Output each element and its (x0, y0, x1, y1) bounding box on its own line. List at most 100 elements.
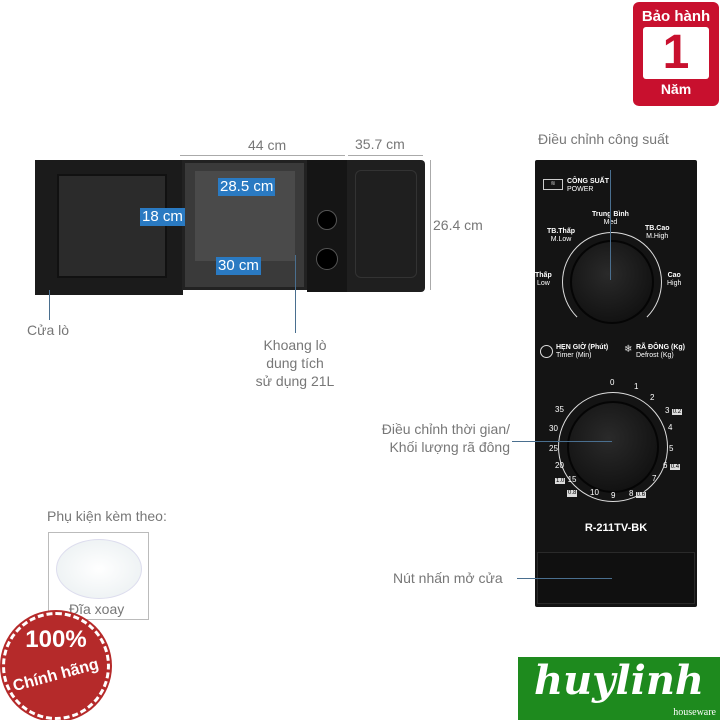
timer-title: HẸN GIỜ (Phút)Timer (Min) (556, 344, 608, 360)
snowflake-icon: ❄ (624, 344, 633, 355)
warranty-top: Bảo hành (641, 8, 711, 25)
cavity-width-label: 28.5 cm (218, 178, 276, 196)
height-label: 26.4 cm (433, 217, 483, 233)
defrost-mark-0-8: 0.8 (567, 490, 578, 497)
power-high-vi: Cao (667, 272, 681, 279)
power-leader-line (610, 170, 611, 280)
power-dial-scale (562, 232, 662, 332)
timer-mark-6: 6 0.4 (663, 461, 681, 471)
warranty-bottom: Năm (660, 81, 692, 97)
power-callout: Điều chỉnh công suất (538, 131, 669, 147)
timer-mark-1: 1 (634, 382, 639, 391)
timer-mark-15-value: 15 (567, 475, 577, 484)
power-mhigh-vi: TB.Cao (645, 225, 670, 232)
timer-sub-text: Timer (Min) (556, 352, 592, 359)
power-icon: ≋ (543, 179, 563, 190)
microwave-side (347, 160, 425, 292)
cavity-callout: Khoang lò dung tích sử dụng 21L (240, 336, 350, 390)
cavity-callout-2: dung tích (266, 355, 324, 371)
timer-mark-10: 10 (590, 488, 599, 497)
timer-mark-0: 0 (610, 378, 615, 387)
door-leader-line (49, 290, 50, 320)
timer-leader-line (512, 441, 612, 442)
logo-sub: houseware (673, 707, 716, 718)
genuine-percent: 100% (25, 626, 87, 653)
defrost-title-text: RÃ ĐÔNG (Kg) (636, 344, 685, 351)
defrost-title: RÃ ĐÔNG (Kg)Defrost (Kg) (636, 344, 685, 360)
turntable-image (56, 539, 142, 599)
genuine-badge: 100% Chính hãng (2, 612, 110, 720)
door-open-button[interactable] (537, 552, 695, 604)
cavity-callout-1: Khoang lò (263, 337, 327, 353)
timer-mark-8: 8 0.6 (629, 489, 647, 499)
power-low-vi: Thấp (535, 272, 552, 279)
huylinh-logo: huylinh houseware (518, 657, 720, 720)
defrost-sub-text: Defrost (Kg) (636, 352, 674, 359)
cavity-leader-line (295, 255, 296, 333)
door-button-callout: Nút nhấn mở cửa (393, 570, 503, 586)
timer-mark-35: 35 (555, 405, 564, 414)
model-label: R-211TV-BK (584, 522, 648, 534)
defrost-mark-1-0: 1.0 (555, 478, 566, 484)
timer-callout: Điều chỉnh thời gian/ Khối lượng rã đông (360, 420, 510, 456)
timer-mark-8-value: 8 (629, 489, 634, 498)
timer-mark-2: 2 (650, 393, 655, 402)
timer-callout-1: Điều chỉnh thời gian/ (381, 421, 510, 437)
cavity-height-label: 18 cm (140, 208, 185, 226)
warranty-badge: Bảo hành 1 Năm (633, 2, 719, 106)
microwave-door (35, 160, 183, 295)
width-dimension-line (180, 155, 345, 156)
cavity-depth-label: 30 cm (216, 257, 261, 275)
timer-mark-6-value: 6 (663, 461, 668, 470)
timer-dial-scale (558, 392, 668, 502)
microwave-panel (307, 160, 347, 292)
accessory-item: Đĩa xoay (48, 532, 149, 620)
height-dimension-line (430, 160, 431, 290)
door-button-leader-line (517, 578, 612, 579)
timer-mark-9: 9 (611, 491, 616, 500)
power-knob[interactable] (570, 240, 654, 324)
door-window (57, 174, 167, 278)
power-mlow-vi: TB.Thấp (547, 228, 575, 235)
width-label: 44 cm (248, 137, 287, 153)
timer-mark-4: 4 (668, 423, 673, 432)
power-sub-text: POWER (567, 186, 594, 193)
clock-icon (540, 345, 553, 358)
power-mhigh-en: M.High (646, 233, 669, 240)
door-callout: Cửa lò (27, 322, 70, 338)
depth-dimension-line (348, 155, 423, 156)
timer-mark-20: 20 (555, 461, 564, 470)
defrost-mark-0-2: 0.2 (671, 409, 683, 415)
depth-label: 35.7 cm (355, 136, 405, 152)
power-title-text: CÔNG SUẤT (567, 178, 609, 185)
timer-mark-30: 30 (549, 424, 558, 433)
timer-mark-25: 25 (549, 444, 558, 453)
cavity-callout-3: sử dụng 21L (255, 373, 335, 389)
timer-mark-5: 5 (669, 444, 674, 453)
timer-mark-3: 3 0.2 (665, 406, 683, 416)
logo-name: huylinh (534, 657, 704, 704)
power-low-en: Low (536, 280, 550, 287)
side-panel-inset (355, 170, 417, 278)
mini-timer-knob (316, 248, 338, 270)
warranty-number: 1 (643, 27, 709, 79)
timer-knob[interactable] (567, 401, 659, 493)
defrost-mark-0-6: 0.6 (635, 492, 647, 498)
accessories-title: Phụ kiện kèm theo: (47, 508, 167, 524)
accessory-label: Đĩa xoay (69, 601, 125, 617)
defrost-mark-0-4: 0.4 (669, 464, 681, 470)
mini-power-knob (317, 210, 337, 230)
genuine-text: Chính hãng (11, 655, 101, 696)
timer-callout-2: Khối lượng rã đông (389, 439, 510, 455)
timer-mark-15: 1.0 15 (555, 475, 576, 485)
timer-mark-7: 7 (652, 474, 657, 483)
power-high-en: High (667, 280, 682, 287)
element: Chính hãng (5, 656, 107, 695)
timer-mark-3-value: 3 (665, 406, 670, 415)
